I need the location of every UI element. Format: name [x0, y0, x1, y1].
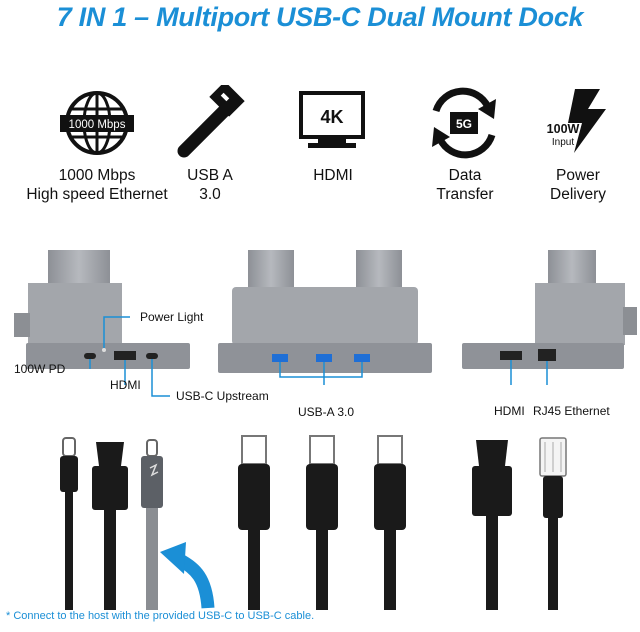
usb-c-cable [60, 437, 78, 610]
power-badge: 100W [547, 122, 580, 136]
usb-a-icon [177, 85, 245, 158]
dock-illustrations [14, 250, 637, 397]
footnote: * Connect to the host with the provided … [6, 610, 315, 622]
label-hdmi-left: HDMI [110, 378, 141, 392]
feature-icons: 1000 Mbps 4K 5G 100W Input [60, 85, 606, 159]
usb-a-cable-1 [238, 435, 270, 610]
usb-a-port-3 [354, 354, 370, 362]
feature-label-usb: USB A 3.0 [187, 167, 233, 203]
ethernet-badge: 1000 Mbps [69, 119, 126, 131]
hdmi-port-left [114, 351, 136, 360]
usb-c-upstream-port [146, 353, 158, 359]
rj45-cable [539, 437, 567, 610]
usb-c-pd-port [84, 353, 96, 359]
page-title: 7 IN 1 – Multiport USB-C Dual Mount Dock [56, 2, 584, 32]
dock-center [218, 250, 432, 373]
cables [60, 435, 567, 610]
feature-label-power: Power Delivery [550, 167, 606, 203]
feature-label-ethernet: 1000 Mbps High speed Ethernet [26, 167, 168, 203]
hdmi-port-right [500, 351, 522, 360]
label-rj45: RJ45 Ethernet [533, 404, 610, 418]
dock-right [462, 250, 637, 369]
4k-badge: 4K [320, 107, 343, 127]
label-hdmi-right: HDMI [494, 404, 525, 418]
feature-label-data: Data Transfer [436, 167, 494, 203]
leader-lines [89, 316, 548, 397]
dock-left [14, 250, 190, 369]
power-light [102, 348, 106, 352]
rj45-port [538, 349, 556, 361]
label-usbc-upstream: USB-C Upstream [176, 389, 269, 403]
label-pd: 100W PD [14, 362, 66, 376]
globe-icon: 1000 Mbps [60, 91, 134, 155]
hdmi-cable-right [472, 440, 512, 610]
curved-arrow-icon [160, 542, 215, 609]
lightning-icon: 100W Input [547, 89, 606, 153]
power-badge-sub: Input [552, 137, 574, 148]
usb-a-port-1 [272, 354, 288, 362]
usb-a-cable-3 [374, 435, 406, 610]
usb-a-port-2 [316, 354, 332, 362]
label-power-light: Power Light [140, 310, 204, 324]
label-usba: USB-A 3.0 [298, 405, 355, 419]
monitor-4k-icon: 4K [299, 91, 365, 148]
5g-badge: 5G [456, 117, 472, 131]
usb-a-cable-2 [306, 435, 338, 610]
usb-c-host-cable [141, 439, 163, 610]
refresh-5g-icon: 5G [432, 87, 496, 159]
hdmi-cable-left [92, 442, 128, 610]
feature-label-hdmi: HDMI [313, 167, 353, 184]
